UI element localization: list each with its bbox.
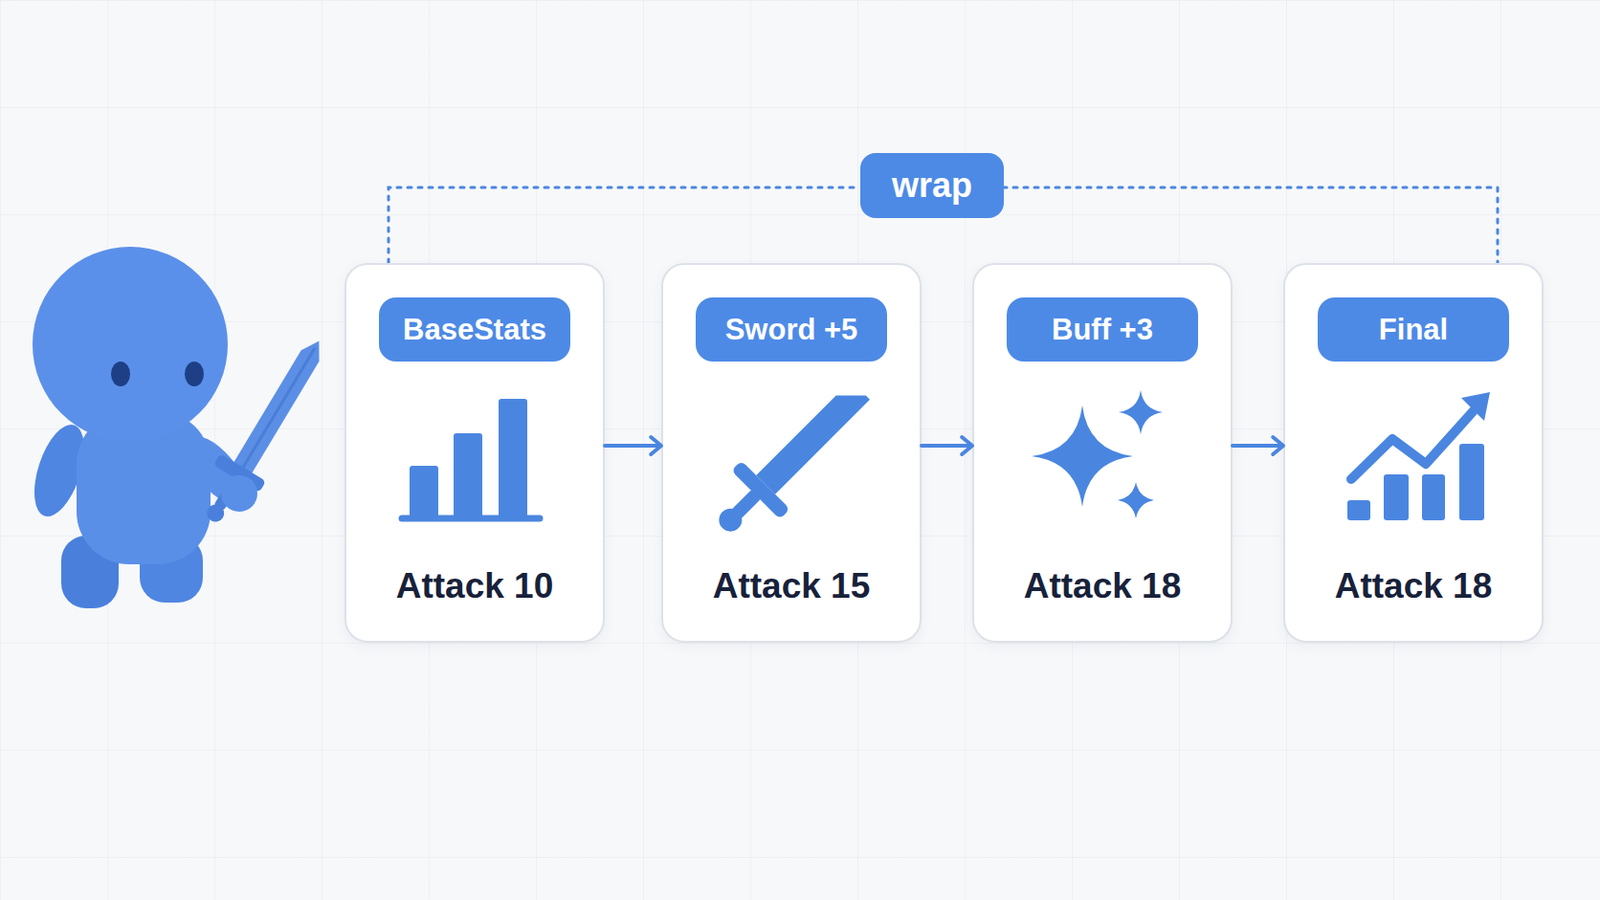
bar-chart-icon [401, 399, 540, 519]
flow-arrow [604, 437, 662, 455]
wrap-pill: wrap [860, 153, 1004, 219]
sword-icon [697, 365, 885, 553]
attack-value: Attack 10 [346, 566, 603, 607]
growth-chart-icon [1347, 392, 1490, 521]
sparkle-icon [1031, 390, 1163, 519]
step-header: Sword +5 [695, 297, 888, 362]
wrap-label: wrap [891, 165, 973, 206]
flow-arrow [1232, 437, 1284, 455]
attack-value: Attack 15 [663, 566, 920, 607]
step-header: BaseStats [378, 297, 571, 362]
step-header: Buff +3 [1006, 297, 1199, 362]
attack-value: Attack 18 [1285, 566, 1542, 607]
attack-value: Attack 18 [974, 566, 1231, 607]
character-illustration [24, 246, 343, 609]
flow-arrow [921, 437, 973, 455]
step-header: Final [1317, 297, 1510, 362]
